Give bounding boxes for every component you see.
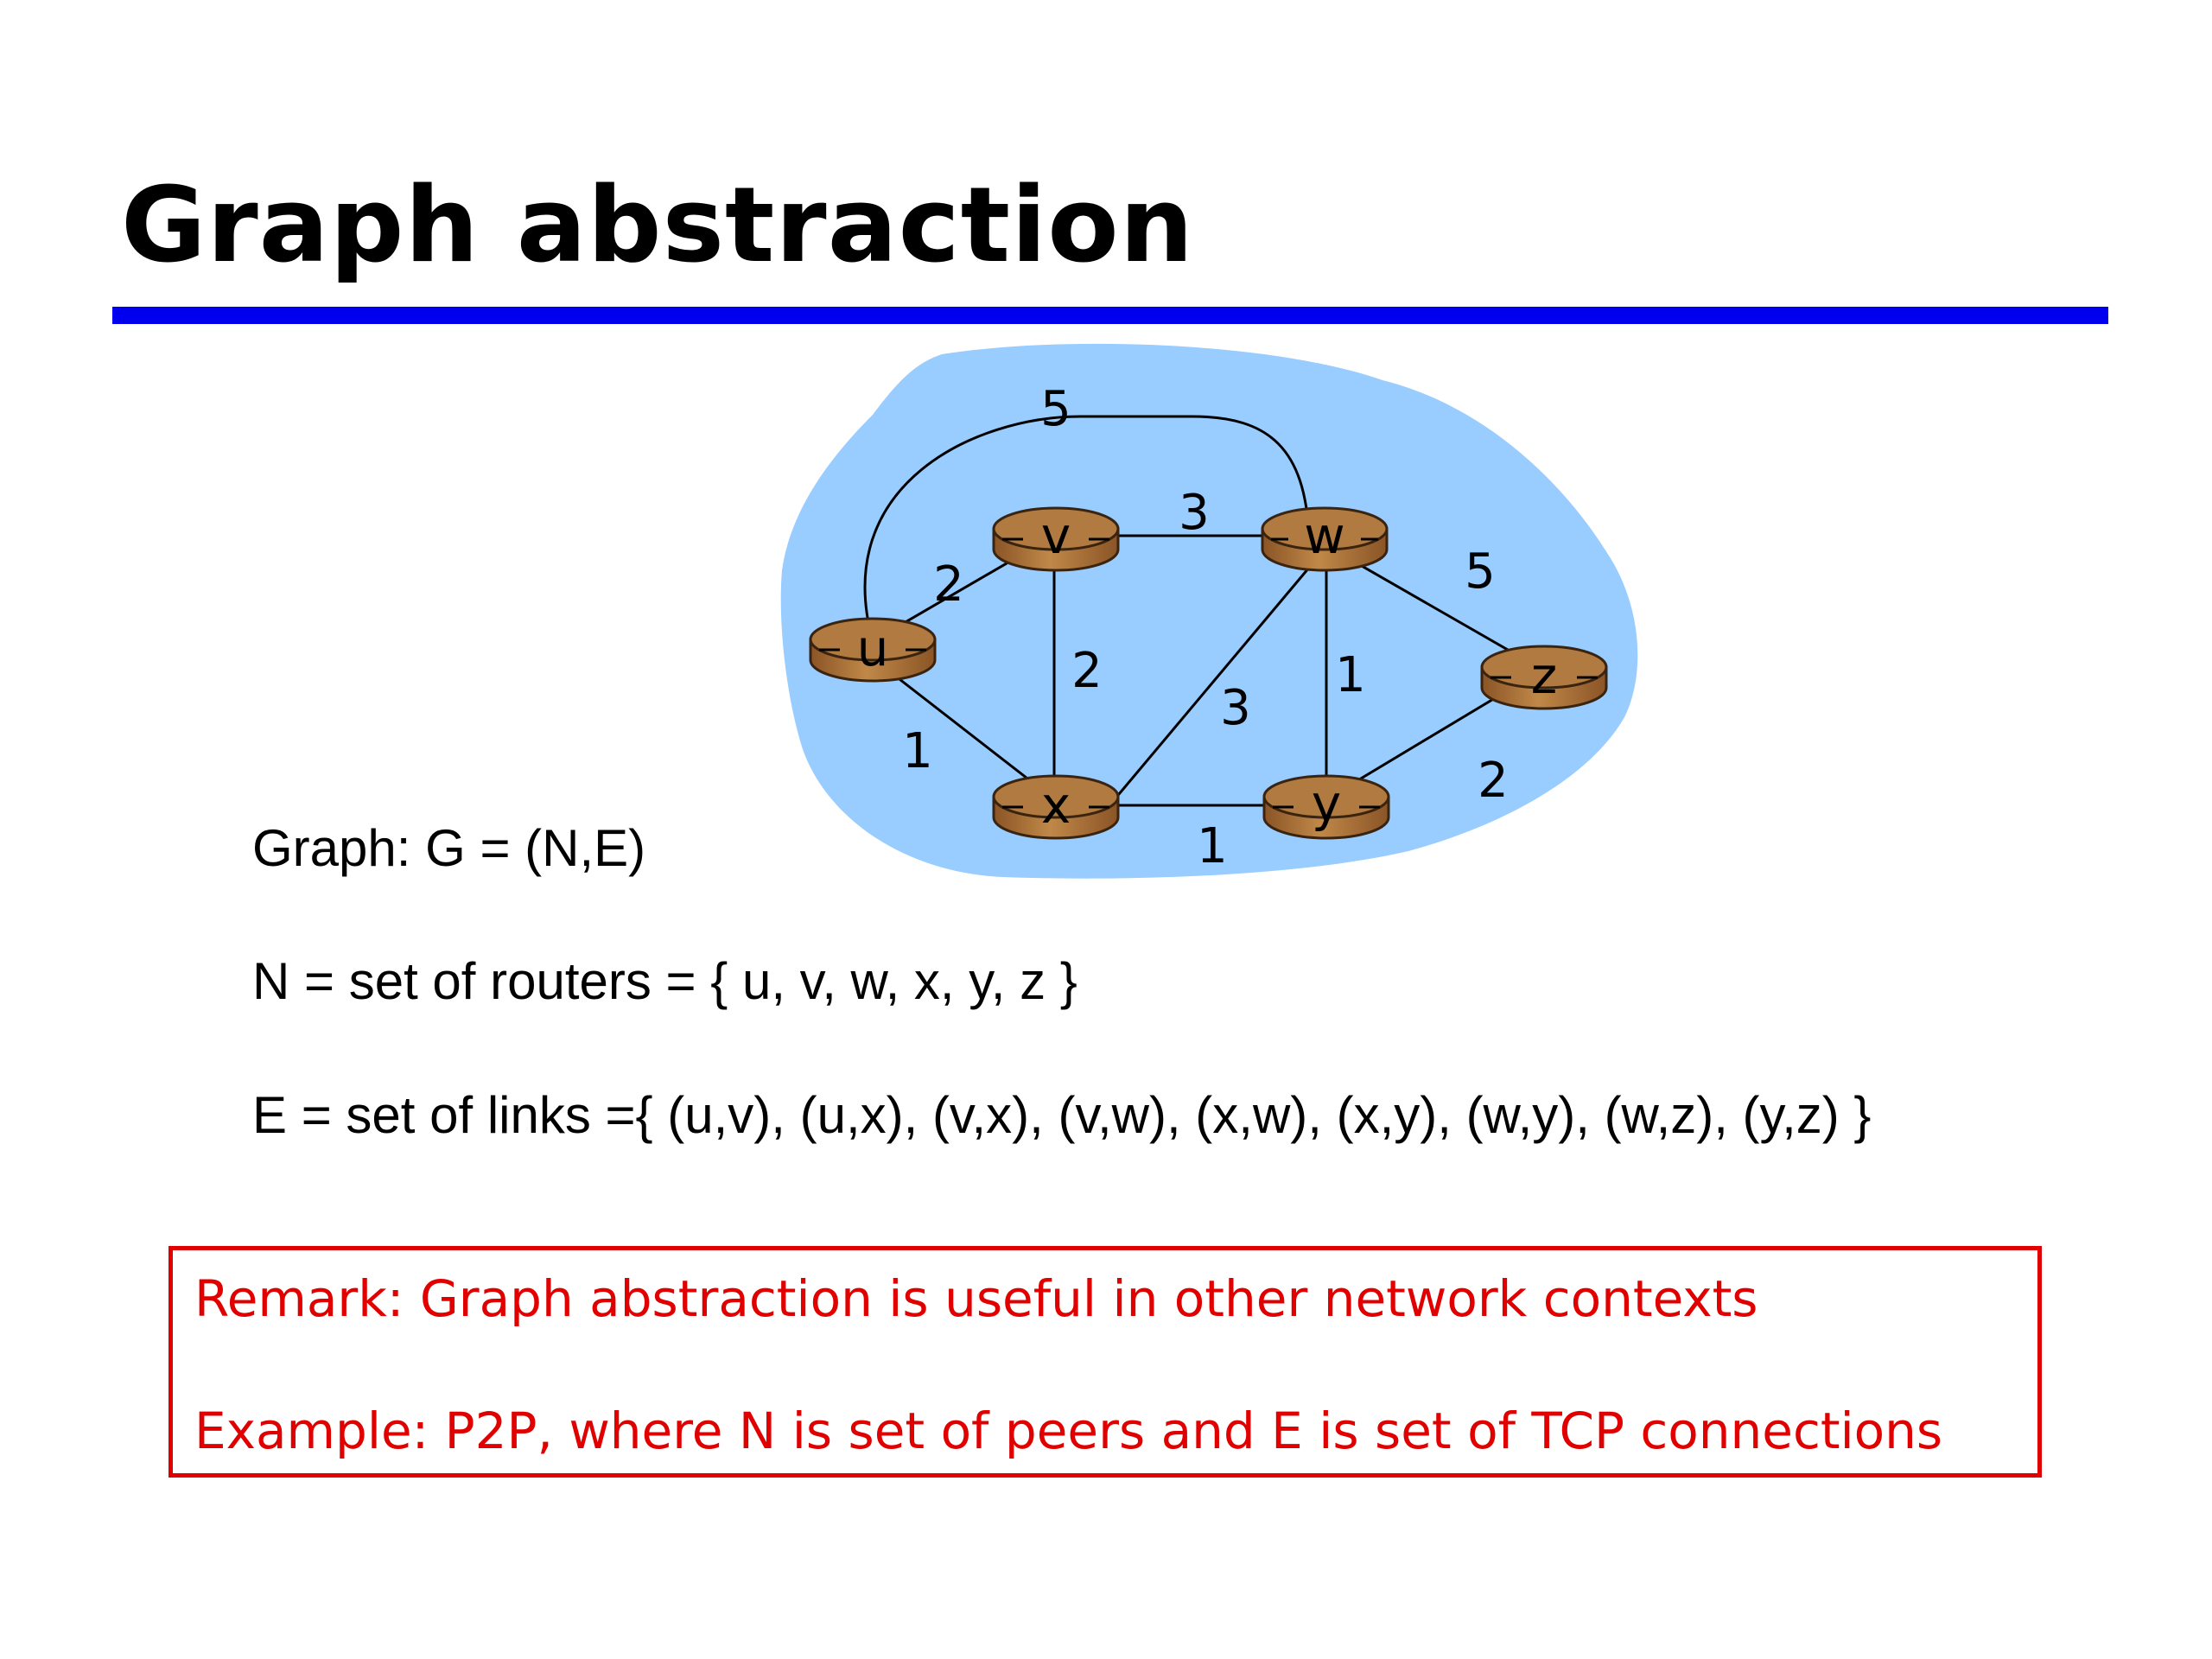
edge-u-x: [872, 657, 1055, 801]
router-v: v: [992, 506, 1120, 572]
router-label-x: x: [1041, 776, 1071, 835]
router-label-y: y: [1312, 774, 1341, 833]
edge-cost-v-w: 3: [1179, 485, 1210, 541]
edge-u-w: [863, 415, 1311, 642]
slide-title: Graph abstraction: [121, 166, 1195, 286]
router-label-w: w: [1304, 506, 1344, 565]
router-label-u: u: [857, 619, 889, 677]
graph-definition: Graph: G = (N,E): [252, 819, 646, 877]
edge-cost-u-w: 5: [1040, 381, 1071, 437]
remark-box: Remark: Graph abstraction is useful in o…: [168, 1246, 2042, 1478]
network-cloud: [780, 343, 1638, 879]
edge-cost-w-z: 5: [1465, 543, 1496, 600]
title-divider: [112, 307, 2108, 324]
router-x: x: [992, 774, 1120, 840]
edge-cost-u-v: 2: [933, 556, 964, 613]
edge-cost-w-y: 1: [1335, 647, 1366, 703]
edge-cost-v-x: 2: [1071, 643, 1103, 699]
edge-cost-x-w: 3: [1220, 680, 1251, 736]
router-label-z: z: [1531, 646, 1557, 705]
edge-set-definition: E = set of links ={ (u,v), (u,x), (v,x),…: [252, 1086, 1872, 1144]
example-text: Example: P2P, where N is set of peers an…: [194, 1402, 1943, 1460]
node-set-definition: N = set of routers = { u, v, w, x, y, z …: [252, 952, 1077, 1010]
router-z: z: [1480, 645, 1608, 710]
router-y: y: [1262, 774, 1390, 840]
router-u: u: [809, 617, 937, 683]
edge-x-w: [1113, 556, 1319, 800]
router-w: w: [1261, 506, 1389, 572]
router-label-v: v: [1041, 506, 1071, 565]
edge-cost-x-y: 1: [1197, 818, 1228, 874]
edge-cost-u-x: 1: [902, 723, 933, 779]
edge-cost-y-z: 2: [1478, 753, 1509, 809]
remark-text: Remark: Graph abstraction is useful in o…: [194, 1269, 1758, 1328]
